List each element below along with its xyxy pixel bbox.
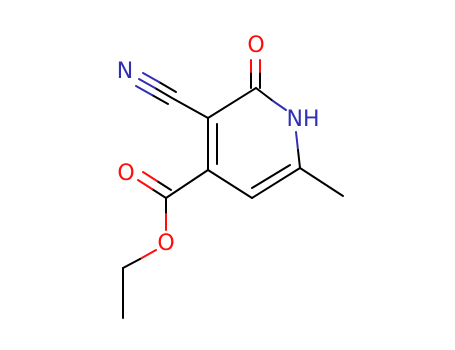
bonds [122,59,344,319]
bond-n1-c6-b [297,149,301,169]
bond-c3-cn [171,97,209,119]
bond-n1-c6-a [295,131,299,151]
atom-label-o-ester: O [157,231,174,256]
bond-cn-triple-2 [151,94,169,105]
bond-ester-co-c [156,180,172,191]
bond-cn-triple-2b [135,85,153,96]
atom-labels: O N NH O O [117,33,320,256]
bond-c5-c4 [207,169,253,199]
bond-ester-co-a [151,188,167,199]
bond-cn-triple-1b [138,78,156,89]
bond-c6-c5 [251,167,301,199]
atom-label-o-ester-carbonyl: O [117,161,134,186]
bond-c2-n1-a [255,87,274,102]
bond-o-ch2-a [139,249,157,260]
bond-o-ch2-b [122,258,141,269]
bond-cn-triple-1 [154,87,173,99]
bond-ester-co-d [142,171,158,182]
bond-c4-ester-c [165,169,209,199]
bond-cn-triple-3b [142,72,160,83]
bond-c6-methyl [299,167,344,197]
bond-cn-triple-3 [158,81,177,93]
atom-label-n-nitrile: N [117,59,133,84]
bond-ester-co-b [137,179,153,190]
atom-label-o-carbonyl: O [247,33,264,58]
bond-c6-c5-inner [251,164,291,189]
atom-label-nh: NH [287,107,320,132]
bond-c2-n1-b [272,100,287,111]
bond-c3-c2 [207,87,257,119]
